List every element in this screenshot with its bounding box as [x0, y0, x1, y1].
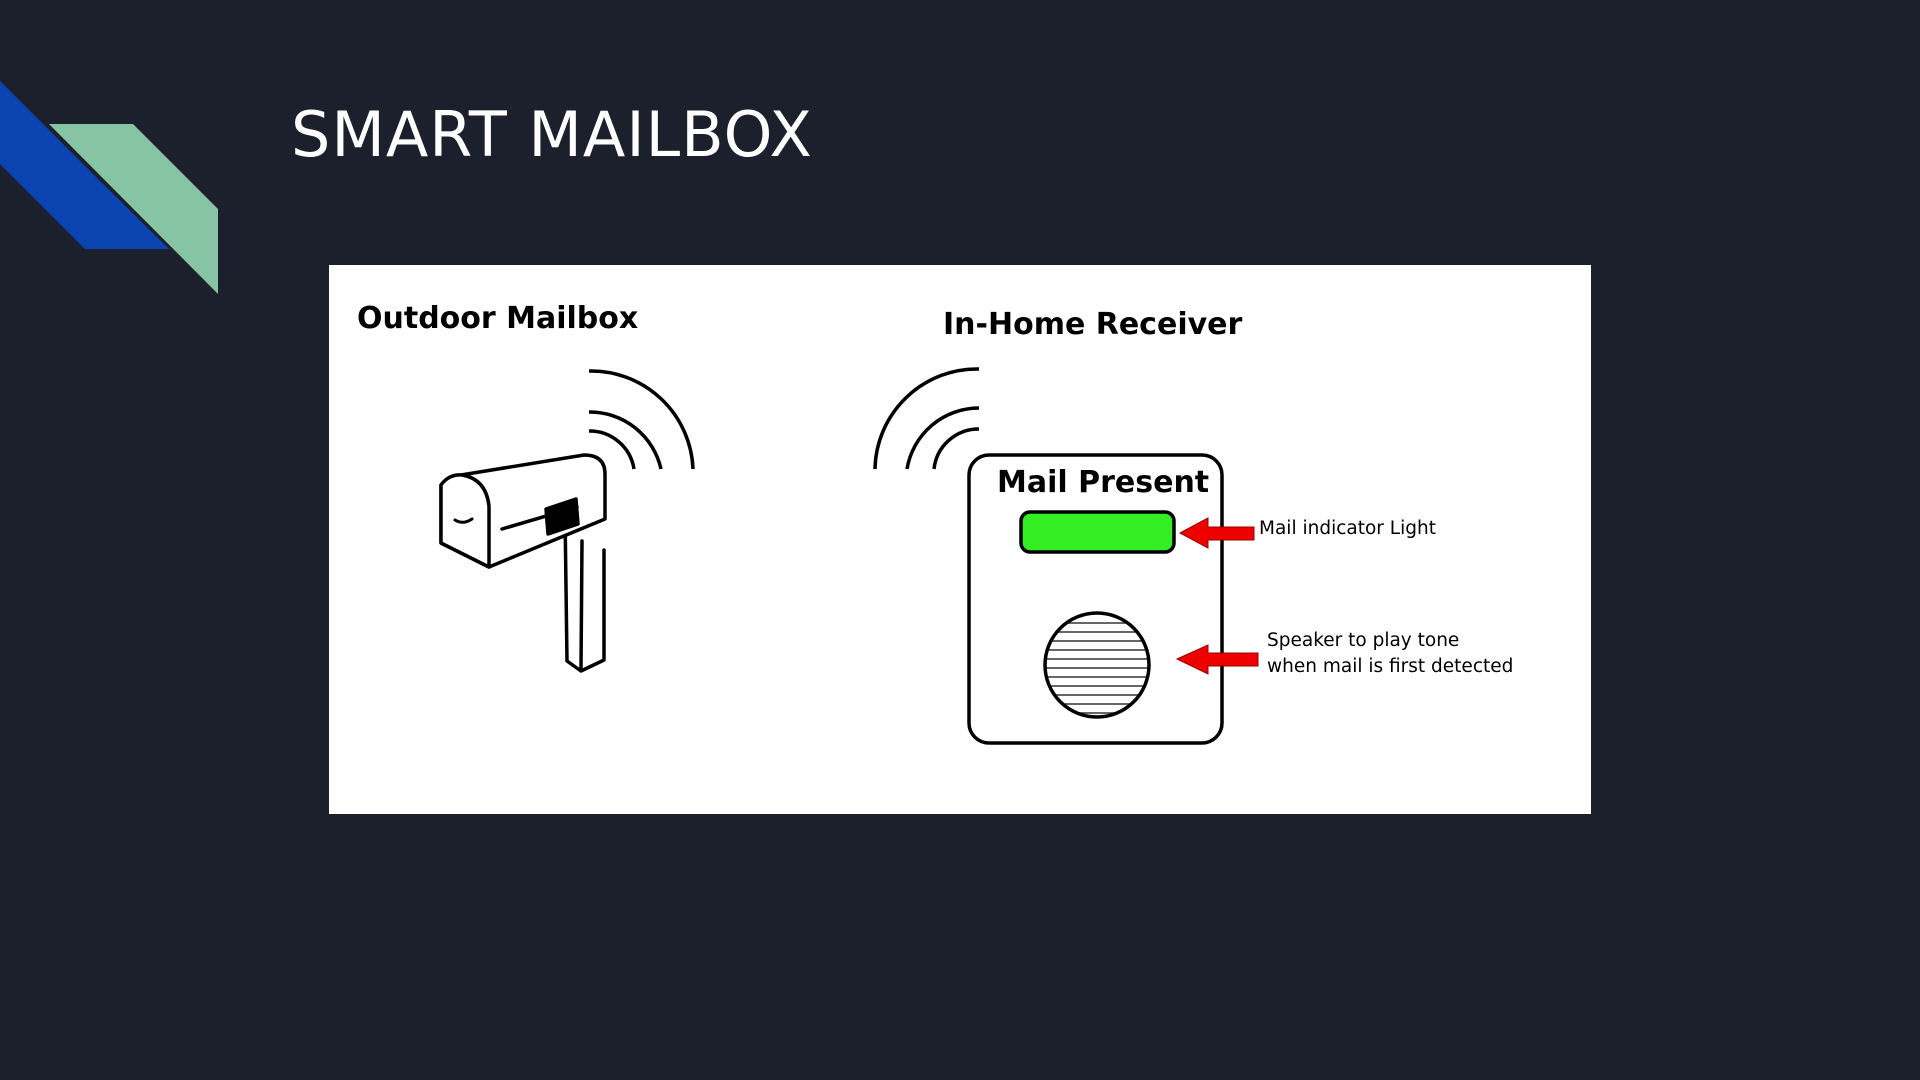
accent-stripe-green: [49, 124, 218, 294]
outdoor-mailbox-label: Outdoor Mailbox: [357, 301, 639, 336]
signal-wave-large: [588, 369, 695, 470]
wireless-signal-icon: [588, 369, 695, 470]
mailbox-flag: [544, 497, 580, 536]
arrow-left-icon: [1175, 644, 1259, 675]
signal-wave-small: [932, 427, 980, 470]
arrow-left-icon: [1178, 517, 1255, 549]
speaker-callout-label: Speaker to play tone when mail is first …: [1267, 628, 1513, 680]
speaker-callout-line-2: when mail is first detected: [1267, 655, 1514, 677]
speaker-callout-line-1: Speaker to play tone: [1267, 630, 1460, 651]
signal-wave-medium: [905, 406, 980, 470]
accent-stripe-blue: [0, 81, 169, 249]
in-home-receiver-label: In-Home Receiver: [943, 307, 1243, 342]
signal-wave-medium: [588, 410, 663, 470]
mailbox-post-edge: [579, 539, 584, 671]
smart-mailbox-diagram: [439, 367, 1259, 745]
slide-title: SMART MAILBOX: [291, 98, 813, 171]
wireless-signal-icon: [873, 367, 980, 470]
diagram-panel: Outdoor Mailbox In-Home Receiver Mail Pr…: [329, 265, 1591, 814]
signal-wave-large: [873, 367, 980, 470]
mailbox-icon: [439, 453, 607, 673]
mailbox-door-slot: [453, 517, 474, 524]
indicator-light: [1019, 510, 1176, 554]
indicator-callout-label: Mail indicator Light: [1259, 518, 1436, 539]
mailbox-post: [563, 511, 606, 673]
signal-wave-small: [588, 429, 636, 470]
corner-accent: [0, 81, 218, 294]
speaker-grille: [1043, 611, 1151, 719]
receiver-status-label: Mail Present: [997, 465, 1210, 500]
